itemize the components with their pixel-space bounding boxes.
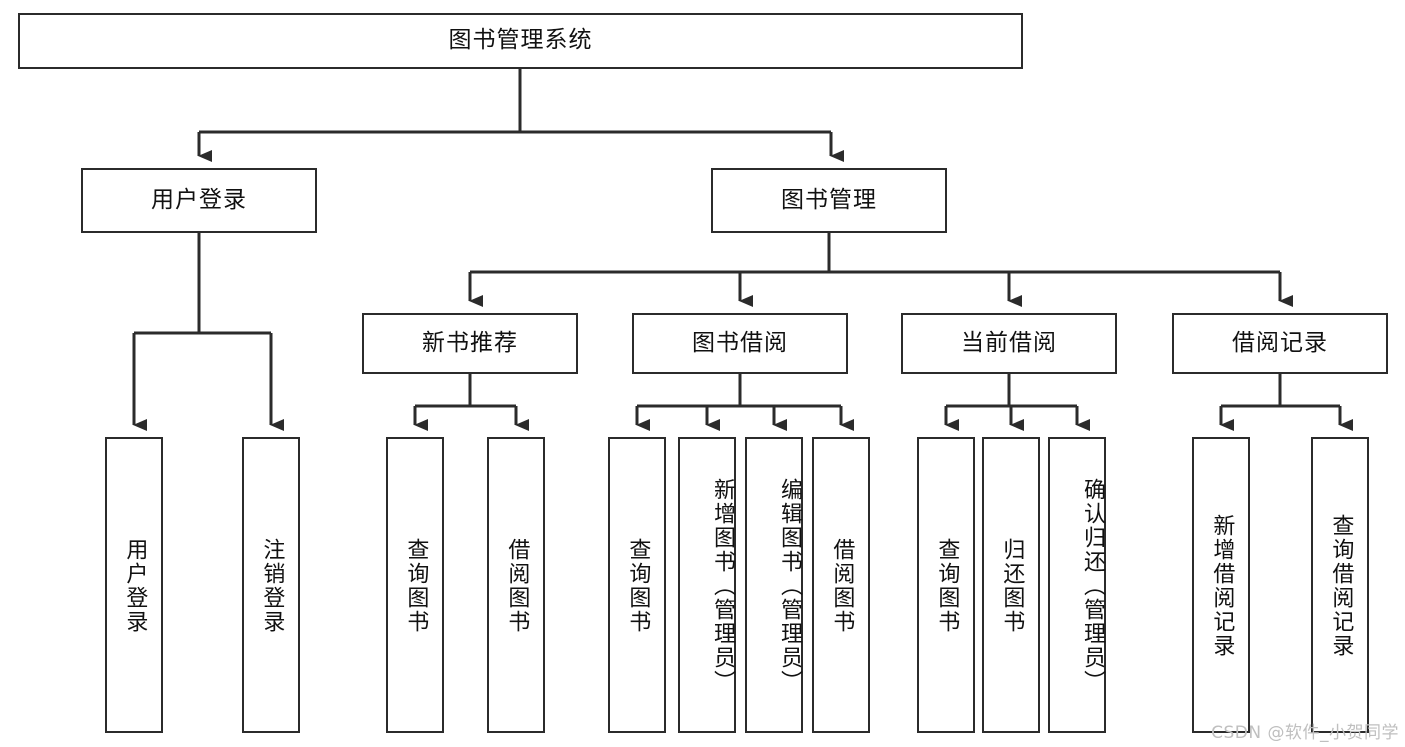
node-new-book-recommend-label: 新书推荐 <box>422 329 518 356</box>
leaf-borrow-book-nbr[interactable]: 借阅图书 <box>487 437 545 733</box>
node-current-borrow[interactable]: 当前借阅 <box>901 313 1117 374</box>
leaf-confirm-return-admin[interactable]: 确认归还（管理员） <box>1048 437 1106 733</box>
leaf-borrow-book-bb[interactable]: 借阅图书 <box>812 437 870 733</box>
node-book-borrow-label: 图书借阅 <box>692 329 788 356</box>
node-book-borrow[interactable]: 图书借阅 <box>632 313 848 374</box>
node-user-login[interactable]: 用户登录 <box>81 168 317 233</box>
node-borrow-record[interactable]: 借阅记录 <box>1172 313 1388 374</box>
leaf-query-book-bb[interactable]: 查询图书 <box>608 437 666 733</box>
node-borrow-record-label: 借阅记录 <box>1232 329 1328 356</box>
leaf-query-borrow-record[interactable]: 查询借阅记录 <box>1311 437 1369 733</box>
leaf-query-book-bb-label: 查询图书 <box>625 538 651 634</box>
leaf-edit-book-admin[interactable]: 编辑图书（管理员） <box>745 437 803 733</box>
leaf-add-book-admin-label: 新增图书（管理员） <box>710 478 735 694</box>
leaf-confirm-return-admin-label: 确认归还（管理员） <box>1080 478 1105 694</box>
leaf-add-borrow-record-label: 新增借阅记录 <box>1209 514 1235 658</box>
leaf-borrow-book-bb-label: 借阅图书 <box>829 538 855 634</box>
node-book-management[interactable]: 图书管理 <box>711 168 947 233</box>
node-book-management-label: 图书管理 <box>781 186 877 213</box>
leaf-return-book-label: 归还图书 <box>999 538 1025 634</box>
leaf-query-book-nbr[interactable]: 查询图书 <box>386 437 444 733</box>
node-current-borrow-label: 当前借阅 <box>961 329 1057 356</box>
leaf-user-login-label: 用户登录 <box>122 538 148 634</box>
leaf-borrow-book-nbr-label: 借阅图书 <box>504 538 530 634</box>
leaf-query-book-nbr-label: 查询图书 <box>403 538 429 634</box>
leaf-query-book-cb-label: 查询图书 <box>934 538 960 634</box>
leaf-add-book-admin[interactable]: 新增图书（管理员） <box>678 437 736 733</box>
node-root[interactable]: 图书管理系统 <box>18 13 1023 69</box>
leaf-query-book-cb[interactable]: 查询图书 <box>917 437 975 733</box>
leaf-add-borrow-record[interactable]: 新增借阅记录 <box>1192 437 1250 733</box>
leaf-return-book[interactable]: 归还图书 <box>982 437 1040 733</box>
leaf-user-login[interactable]: 用户登录 <box>105 437 163 733</box>
node-new-book-recommend[interactable]: 新书推荐 <box>362 313 578 374</box>
leaf-query-borrow-record-label: 查询借阅记录 <box>1328 514 1354 658</box>
leaf-logout-label: 注销登录 <box>259 538 285 634</box>
node-user-login-label: 用户登录 <box>151 186 247 213</box>
leaf-logout[interactable]: 注销登录 <box>242 437 300 733</box>
leaf-edit-book-admin-label: 编辑图书（管理员） <box>777 478 802 694</box>
node-root-label: 图书管理系统 <box>448 27 593 54</box>
